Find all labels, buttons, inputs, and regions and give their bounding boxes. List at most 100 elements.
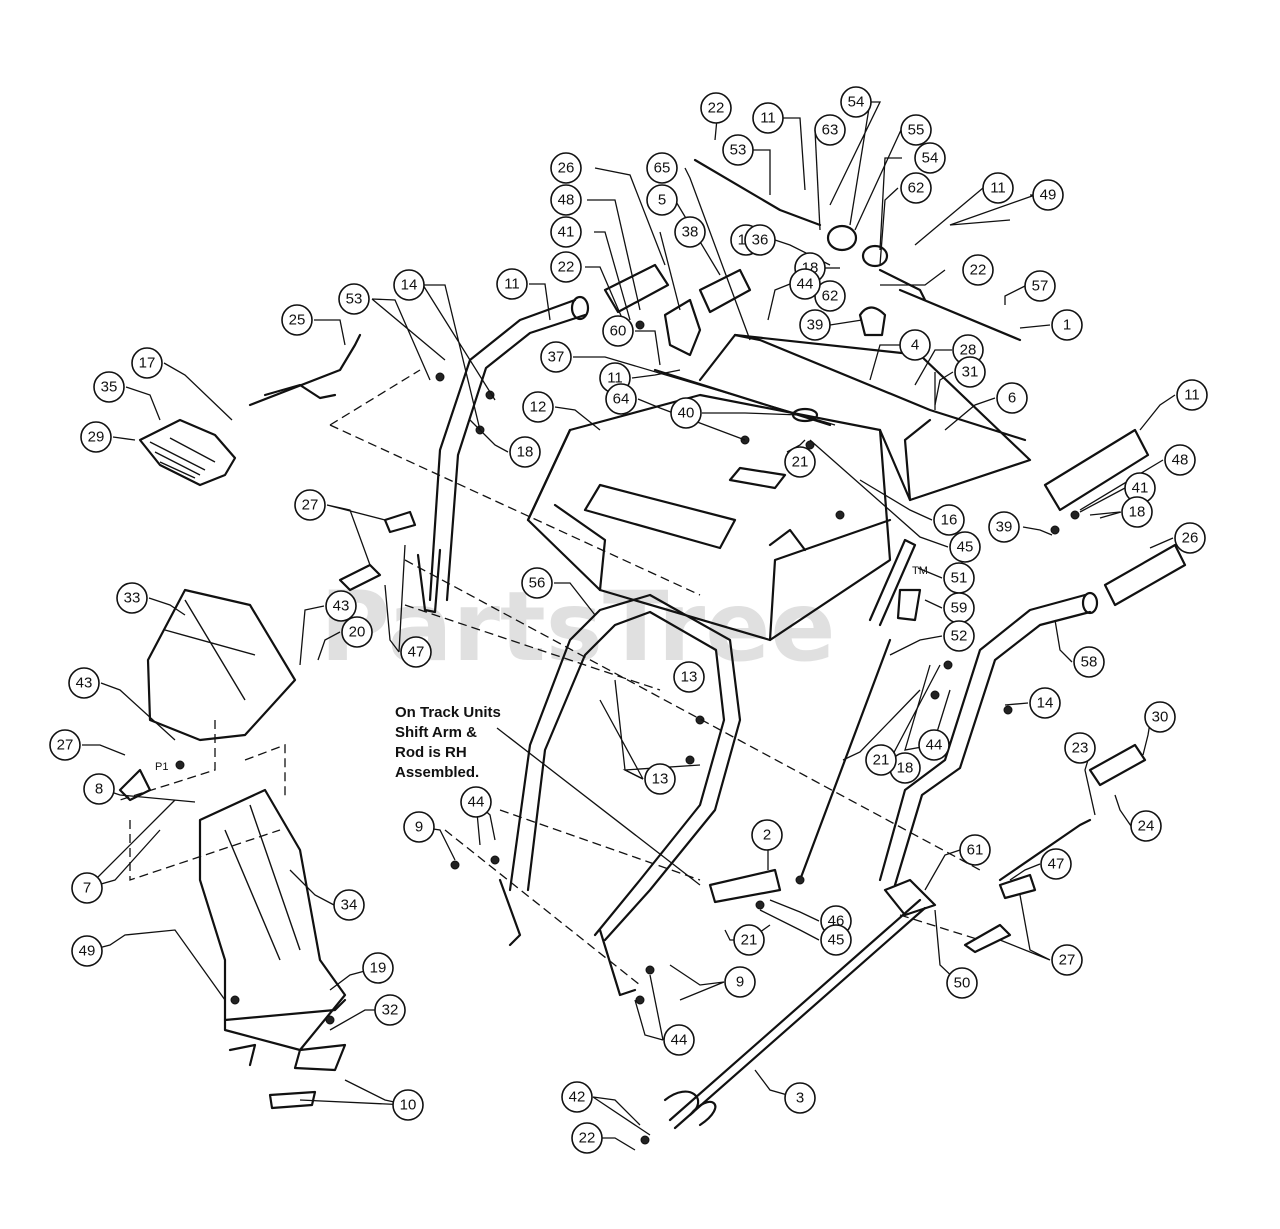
- callout-number: 13: [681, 669, 698, 686]
- callout-number: 57: [1032, 278, 1049, 295]
- callout-number: 48: [558, 192, 575, 209]
- callout-44: 44: [460, 786, 492, 818]
- callout-number: 29: [88, 429, 105, 446]
- callout-number: 14: [1037, 695, 1054, 712]
- callout-bubble: [918, 729, 950, 761]
- callout-14: 14: [393, 269, 425, 301]
- callout-57: 57: [1024, 270, 1056, 302]
- callout-number: 45: [828, 932, 845, 949]
- callout-13: 13: [673, 661, 705, 693]
- callout-bubble: [68, 667, 100, 699]
- p1-label: P1: [155, 761, 168, 773]
- callout-number: 50: [954, 975, 971, 992]
- callout-18: 18: [509, 436, 541, 468]
- callout-41: 41: [1124, 472, 1156, 504]
- callout-number: 49: [1040, 187, 1057, 204]
- callout-number: 41: [1132, 480, 1149, 497]
- callout-number: 34: [341, 897, 358, 914]
- callout-bubble: [392, 1089, 424, 1121]
- callout-bubble: [294, 489, 326, 521]
- shift-arm: [708, 868, 782, 904]
- callout-39: 39: [799, 309, 831, 341]
- callout-bubble: [80, 421, 112, 453]
- callout-10: 10: [392, 1089, 424, 1121]
- callout-number: 62: [908, 180, 925, 197]
- callout-number: 11: [504, 276, 520, 293]
- callout-64: 64: [605, 383, 637, 415]
- callout-5: 5: [646, 184, 678, 216]
- callout-number: 40: [678, 405, 695, 422]
- callout-bubble: [540, 341, 572, 373]
- callout-53: 53: [722, 134, 754, 166]
- grip-26-right: [1103, 543, 1187, 607]
- callout-number: 47: [1048, 856, 1065, 873]
- callout-bubble: [900, 172, 932, 204]
- callout-9: 9: [724, 966, 756, 998]
- callout-number: 43: [333, 598, 350, 615]
- callout-number: 27: [302, 497, 319, 514]
- callout-24: 24: [1130, 810, 1162, 842]
- upper-handle-right: [878, 593, 1092, 887]
- callout-bubble: [281, 304, 313, 336]
- callout-number: 43: [76, 675, 93, 692]
- note-line-2: Shift Arm &: [395, 724, 477, 741]
- callout-bubble: [789, 268, 821, 300]
- callout-bubble: [752, 102, 784, 134]
- callout-bubble: [1164, 444, 1196, 476]
- callout-bubble: [946, 967, 978, 999]
- callout-6: 6: [996, 382, 1028, 414]
- callout-number: 3: [796, 1090, 804, 1107]
- callout-4: 4: [899, 329, 931, 361]
- callout-2: 2: [751, 819, 783, 851]
- callout-number: 44: [468, 794, 485, 811]
- callout-bubble: [400, 636, 432, 668]
- callout-bubble: [751, 819, 783, 851]
- callout-bubble: [670, 397, 702, 429]
- callout-number: 21: [741, 932, 758, 949]
- callout-49: 49: [71, 935, 103, 967]
- watermark-trademark: TM: [912, 565, 928, 577]
- callout-bubble: [724, 966, 756, 998]
- callout-55: 55: [900, 114, 932, 146]
- callout-number: 44: [797, 276, 814, 293]
- callouts: 2211545363552665545486211491538413622186…: [49, 86, 1208, 1154]
- callout-bubble: [673, 661, 705, 693]
- callout-bubble: [509, 436, 541, 468]
- callout-39: 39: [988, 511, 1020, 543]
- grip-26-top: [603, 263, 670, 314]
- control-rod-53: [693, 158, 822, 227]
- callout-number: 5: [658, 192, 666, 209]
- callout-bubble: [460, 786, 492, 818]
- callout-number: 27: [1059, 952, 1076, 969]
- callout-61: 61: [959, 834, 991, 866]
- callout-bubble: [1073, 646, 1105, 678]
- callout-number: 22: [708, 100, 725, 117]
- callout-number: 21: [873, 752, 890, 769]
- callout-number: 11: [1184, 387, 1200, 404]
- callout-number: 22: [558, 259, 575, 276]
- callout-number: 49: [79, 943, 96, 960]
- callout-54: 54: [914, 142, 946, 174]
- callout-50: 50: [946, 967, 978, 999]
- callout-45: 45: [949, 531, 981, 563]
- callout-bubble: [996, 382, 1028, 414]
- callout-bubble: [496, 268, 528, 300]
- callout-bubble: [49, 729, 81, 761]
- callout-bubble: [1174, 522, 1206, 554]
- callout-number: 52: [951, 628, 968, 645]
- callout-13: 13: [644, 763, 676, 795]
- watermark: PartsTree: [320, 571, 835, 683]
- callout-27: 27: [294, 489, 326, 521]
- callout-42: 42: [561, 1081, 593, 1113]
- callout-number: 17: [139, 355, 156, 372]
- callout-number: 59: [951, 600, 968, 617]
- callout-number: 55: [908, 122, 925, 139]
- callout-52: 52: [943, 620, 975, 652]
- callout-54: 54: [840, 86, 872, 118]
- lower-handle: [508, 593, 742, 942]
- callout-44: 44: [789, 268, 821, 300]
- callout-62: 62: [900, 172, 932, 204]
- callout-bubble: [799, 309, 831, 341]
- callout-1: 1: [1051, 309, 1083, 341]
- callout-number: 60: [610, 323, 627, 340]
